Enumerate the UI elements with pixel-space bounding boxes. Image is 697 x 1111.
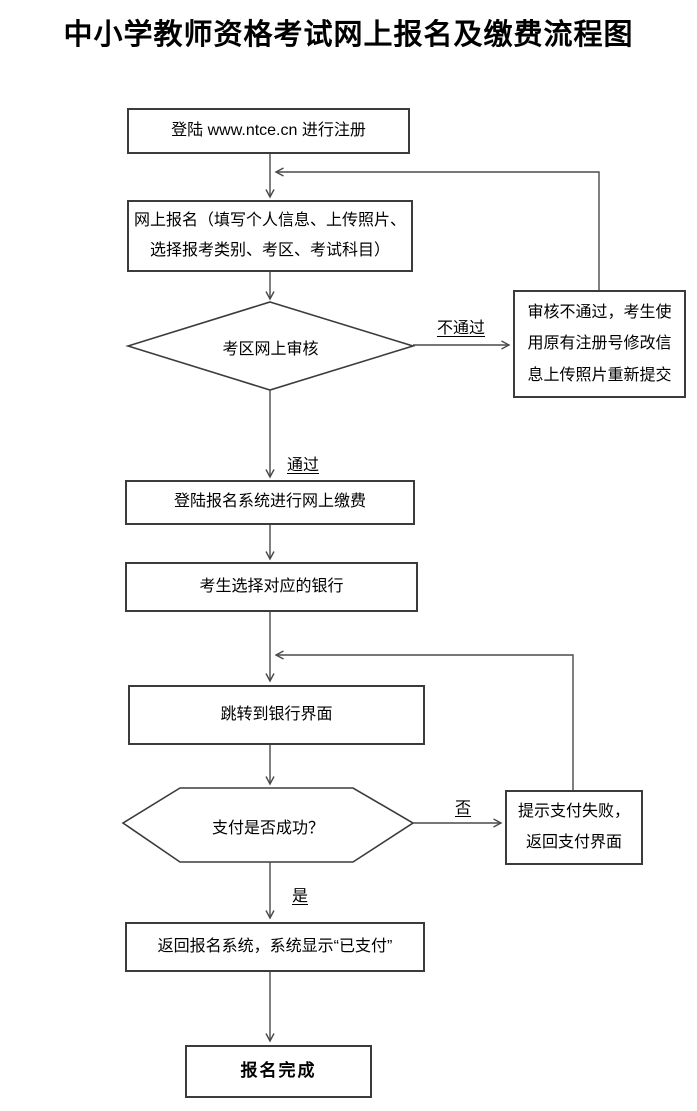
edge-label-review-pass: 通过 <box>287 457 320 474</box>
node-online-apply: 网上报名（填写个人信息、上传照片、 选择报考类别、考区、考试科目） <box>127 200 413 272</box>
edge-label-pay-no: 否 <box>455 800 472 817</box>
decision-district-review-label: 考区网上审核 <box>222 341 319 358</box>
edge-label-review-fail: 不通过 <box>437 320 486 337</box>
payment-hexagon-shape <box>121 787 415 863</box>
node-pay-login: 登陆报名系统进行网上缴费 <box>125 480 415 525</box>
node-select-bank: 考生选择对应的银行 <box>125 562 418 612</box>
node-bank-page-label: 跳转到银行界面 <box>220 705 333 723</box>
decision-pay-check-label: 支付是否成功？ <box>211 820 324 837</box>
node-online-apply-label: 网上报名（填写个人信息、上传照片、 选择报考类别、考区、考试科目） <box>133 211 406 259</box>
node-pay-done-label: 返回报名系统，系统显示“已支付” <box>157 937 393 955</box>
node-complete: 报名完成 <box>185 1045 372 1098</box>
arrow-reviewfail-loopback <box>274 167 600 290</box>
node-register-label: 登陆 www.ntce.cn 进行注册 <box>171 121 366 139</box>
node-review-fail-label: 审核不通过，考生使 用原有注册号修改信 息上传照片重新提交 <box>527 304 672 384</box>
node-pay-fail-label: 提示支付失败， 返回支付界面 <box>517 803 630 851</box>
node-complete-label: 报名完成 <box>240 1061 317 1081</box>
node-pay-fail: 提示支付失败， 返回支付界面 <box>505 790 643 865</box>
node-review-fail: 审核不通过，考生使 用原有注册号修改信 息上传照片重新提交 <box>513 290 686 398</box>
edge-label-pay-yes: 是 <box>292 888 309 905</box>
node-bank-page: 跳转到银行界面 <box>128 685 425 745</box>
node-select-bank-label: 考生选择对应的银行 <box>199 577 344 595</box>
arrow-payfail-loopback <box>274 650 574 790</box>
page-title: 中小学教师资格考试网上报名及缴费流程图 <box>63 19 634 51</box>
node-pay-login-label: 登陆报名系统进行网上缴费 <box>173 493 366 511</box>
node-pay-done: 返回报名系统，系统显示“已支付” <box>125 922 425 972</box>
node-register: 登陆 www.ntce.cn 进行注册 <box>127 108 410 154</box>
